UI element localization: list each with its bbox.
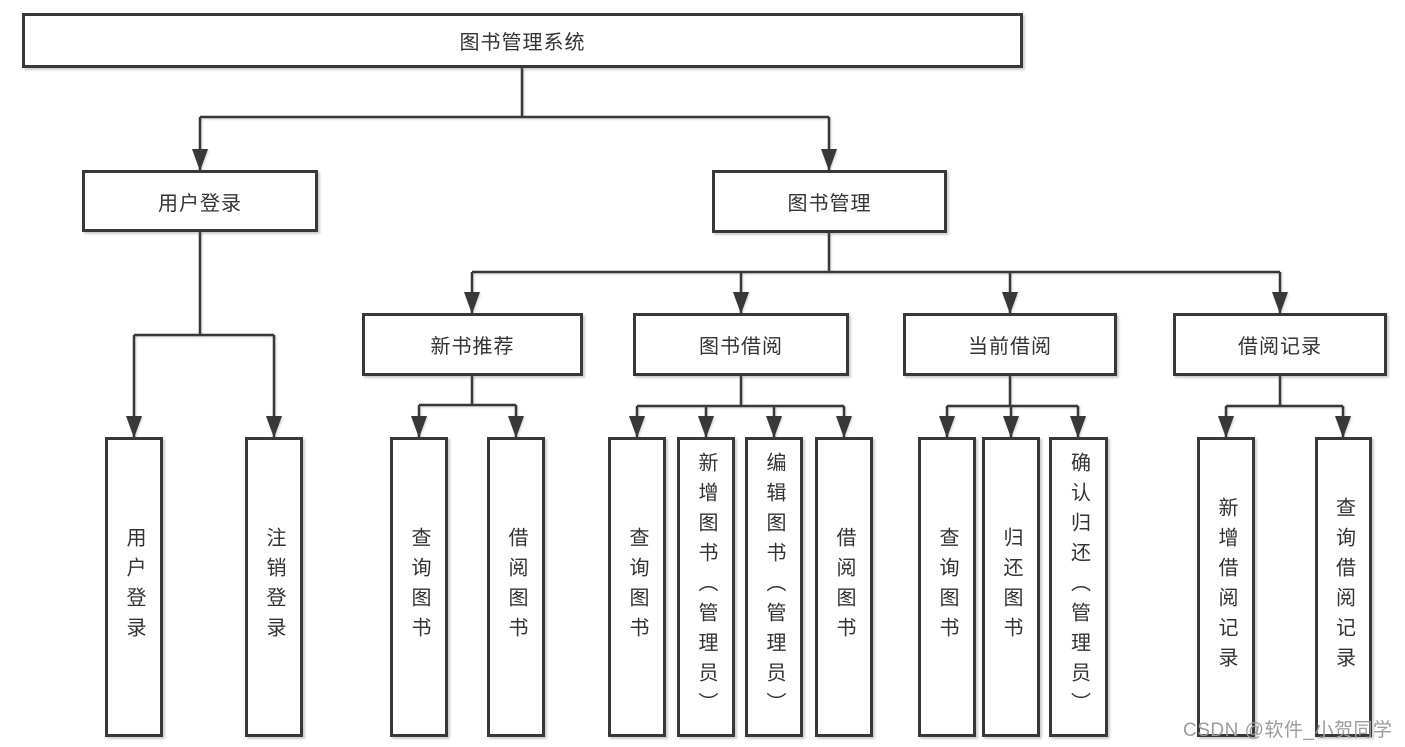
node-label: 当前借阅 — [968, 336, 1052, 358]
connector-arrows — [126, 117, 1351, 438]
node-label: 注销登录 — [263, 527, 285, 647]
node-label: 图书借阅 — [699, 336, 783, 358]
node-logout: 注销登录 — [245, 437, 303, 737]
connector-trunks — [134, 68, 1343, 408]
node-label: 查询图书 — [626, 527, 648, 647]
node-query-borrow-record: 查询借阅记录 — [1315, 437, 1372, 737]
watermark-text: CSDN @软件_小贺同学 — [1183, 720, 1393, 741]
node-book-management: 图书管理 — [712, 170, 947, 233]
node-label: 查询图书 — [936, 527, 958, 647]
node-borrow-query-books: 查询图书 — [608, 437, 666, 737]
node-label: 归还图书 — [1000, 527, 1022, 647]
node-label: 用户登录 — [158, 192, 242, 215]
node-label: 借阅记录 — [1238, 336, 1322, 358]
node-label: 用户登录 — [123, 527, 145, 647]
node-current-query-books: 查询图书 — [918, 437, 976, 737]
node-confirm-return-admin: 确认归还（管理员） — [1049, 437, 1108, 737]
node-add-borrow-record: 新增借阅记录 — [1197, 437, 1255, 737]
node-label: 新增借阅记录 — [1215, 497, 1237, 677]
node-login: 用户登录 — [105, 437, 163, 737]
node-label: 查询图书 — [408, 527, 430, 647]
node-return-book: 归还图书 — [982, 437, 1040, 737]
node-user-login: 用户登录 — [82, 170, 318, 232]
node-borrow-borrow-books: 借阅图书 — [815, 437, 873, 737]
node-current-borrowing: 当前借阅 — [903, 313, 1117, 376]
node-borrowing-records: 借阅记录 — [1173, 313, 1387, 376]
node-rec-query-books: 查询图书 — [390, 437, 448, 737]
node-label: 图书管理系统 — [459, 32, 586, 54]
node-label: 查询借阅记录 — [1332, 497, 1355, 677]
node-new-book-recommendation: 新书推荐 — [362, 313, 583, 376]
node-label: 编辑图书（管理员） — [763, 452, 785, 722]
node-label: 借阅图书 — [833, 527, 855, 647]
node-label: 新增图书（管理员） — [695, 452, 717, 722]
node-label: 确认归还（管理员） — [1067, 452, 1090, 722]
node-book-borrowing: 图书借阅 — [633, 313, 849, 376]
node-add-book-admin: 新增图书（管理员） — [677, 437, 735, 737]
node-label: 借阅图书 — [505, 527, 527, 647]
node-root: 图书管理系统 — [22, 13, 1023, 68]
node-rec-borrow-books: 借阅图书 — [487, 437, 545, 737]
node-label: 新书推荐 — [430, 336, 515, 358]
node-edit-book-admin: 编辑图书（管理员） — [745, 437, 803, 737]
node-label: 图书管理 — [787, 193, 872, 215]
